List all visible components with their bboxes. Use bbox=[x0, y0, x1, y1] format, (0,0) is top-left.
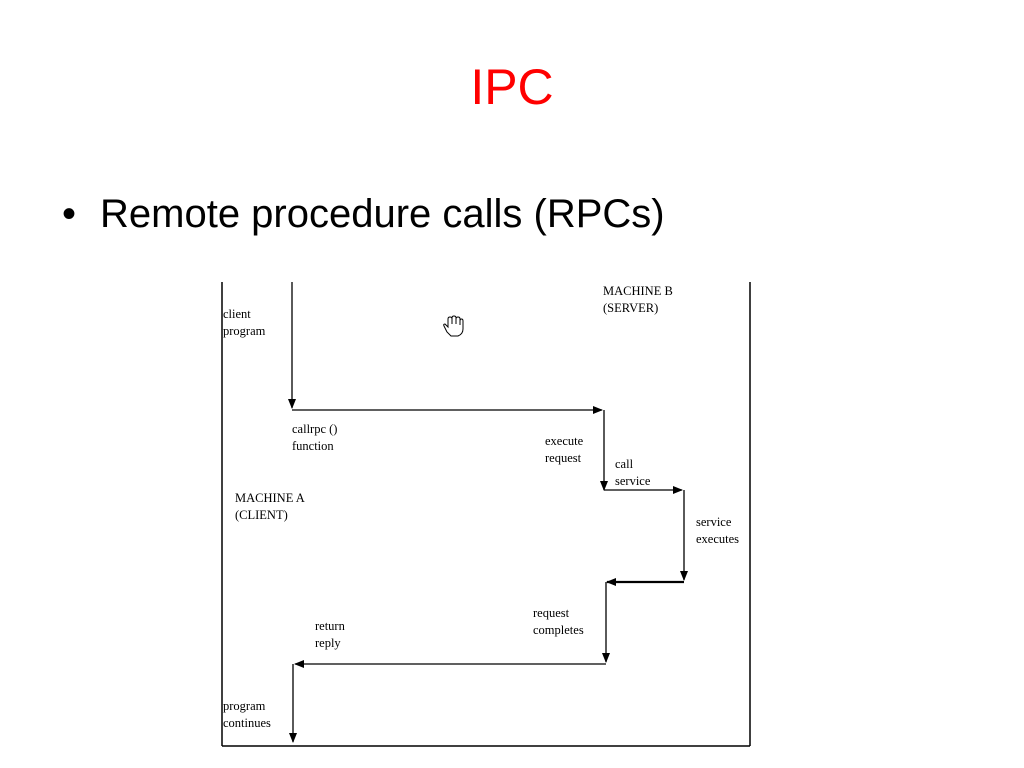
label-machine-a: MACHINE A (CLIENT) bbox=[235, 491, 307, 522]
diagram-frame bbox=[221, 282, 751, 747]
label-request-completes: request completes bbox=[533, 606, 584, 637]
label-callrpc: callrpc () function bbox=[292, 422, 341, 453]
bullet-text: Remote procedure calls (RPCs) bbox=[100, 192, 665, 236]
hand-cursor-icon bbox=[443, 315, 464, 337]
label-return-reply: return reply bbox=[315, 619, 348, 650]
label-service-executes: service executes bbox=[696, 515, 739, 546]
bullet-item: • Remote procedure calls (RPCs) bbox=[62, 190, 665, 238]
bullet-marker: • bbox=[62, 192, 77, 236]
flow-arrows bbox=[288, 282, 688, 743]
label-execute-request: execute request bbox=[545, 434, 586, 465]
label-machine-b: MACHINE B (SERVER) bbox=[603, 284, 676, 315]
label-call-service: call service bbox=[615, 457, 651, 488]
label-client-program: client program bbox=[223, 307, 266, 338]
rpc-diagram: client program MACHINE B (SERVER) callrp… bbox=[220, 282, 752, 750]
slide-title: IPC bbox=[470, 59, 554, 115]
label-program-continues: program continues bbox=[223, 699, 271, 730]
